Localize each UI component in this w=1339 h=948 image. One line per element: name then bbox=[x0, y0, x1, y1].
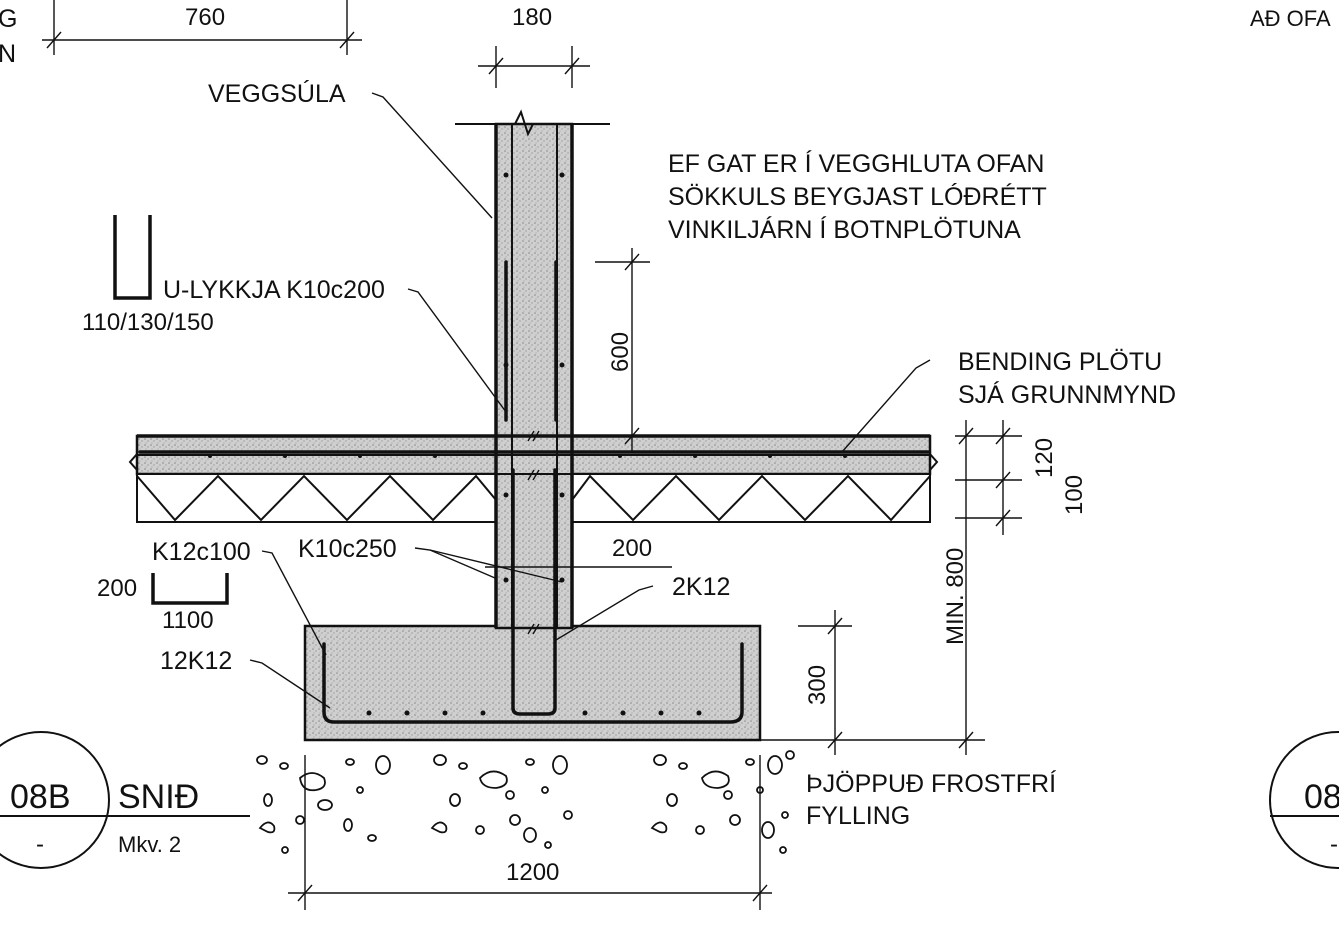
dim-100: 100 bbox=[1061, 475, 1088, 515]
dim-760: 760 bbox=[185, 4, 225, 31]
title-number-partial: 08 bbox=[1304, 778, 1339, 816]
dim-1200-line bbox=[288, 755, 772, 910]
u-loop-icon bbox=[113, 215, 152, 300]
footing-bottom-bar bbox=[322, 642, 744, 724]
right-cut-text: AÐ OFA bbox=[1250, 6, 1331, 31]
title-symbol-partial-right bbox=[1269, 731, 1339, 869]
title-sub-partial: - bbox=[1330, 831, 1338, 858]
title-sub: - bbox=[36, 831, 44, 858]
label-u-lykkja: U-LYKKJA K10c200 bbox=[163, 276, 385, 304]
dim-600: 600 bbox=[607, 332, 634, 372]
label-k12c100-len: 1100 bbox=[162, 607, 214, 634]
left-cut-text-1: G bbox=[0, 5, 17, 33]
gap-hatch-marks bbox=[527, 430, 540, 635]
label-12k12: 12K12 bbox=[160, 647, 232, 675]
dim-760-line bbox=[42, 0, 362, 55]
dim-180-line bbox=[478, 46, 590, 88]
title-scale: Mkv. 2 bbox=[118, 832, 181, 857]
dim-slab-lines bbox=[760, 420, 1022, 755]
dim-600-line bbox=[595, 248, 650, 452]
title-symbol bbox=[0, 731, 250, 869]
label-k12c100: K12c100 bbox=[152, 538, 251, 566]
k12c100-shape-icon bbox=[151, 573, 229, 605]
dim-1200: 1200 bbox=[506, 859, 559, 886]
insulation-zigzag-right bbox=[571, 474, 931, 522]
title-name: SNIÐ bbox=[118, 778, 199, 816]
dim-300-line bbox=[798, 610, 852, 755]
note-line-3: VINKILJÁRN Í BOTNPLÖTUNA bbox=[668, 215, 1021, 244]
label-bending-1: BENDING PLÖTU bbox=[958, 348, 1162, 376]
label-veggsula: VEGGSÚLA bbox=[208, 79, 346, 108]
left-cut-text-2: N bbox=[0, 40, 16, 68]
label-k10c250: K10c250 bbox=[298, 535, 397, 563]
label-fill-2: FYLLING bbox=[806, 802, 910, 830]
label-fill-1: ÞJÖPPUÐ FROSTFRÍ bbox=[806, 769, 1056, 798]
label-u-lykkja-dims: 110/130/150 bbox=[82, 309, 214, 336]
dim-300: 300 bbox=[804, 665, 831, 705]
label-k12c100-leg: 200 bbox=[97, 575, 137, 602]
break-mark-top bbox=[455, 109, 610, 137]
label-2k12: 2K12 bbox=[672, 573, 730, 601]
footing-u-bar bbox=[511, 468, 557, 716]
insulation-zigzag-left bbox=[136, 474, 497, 522]
title-number: 08B bbox=[10, 778, 71, 816]
slab-break-right bbox=[929, 453, 939, 471]
gravel-fill bbox=[256, 750, 795, 854]
dim-180: 180 bbox=[512, 4, 552, 31]
note-line-1: EF GAT ER Í VEGGHLUTA OFAN bbox=[668, 149, 1044, 178]
slab-break-left bbox=[128, 453, 138, 471]
dim-120: 120 bbox=[1031, 438, 1058, 478]
dim-200: 200 bbox=[612, 535, 652, 562]
rebar-dots bbox=[208, 172, 847, 716]
dim-min-800: MIN. 800 bbox=[942, 548, 969, 645]
label-bending-2: SJÁ GRUNNMYND bbox=[958, 380, 1176, 409]
leader-lines bbox=[249, 92, 931, 709]
note-line-2: SÖKKULS BEYGJAST LÓÐRÉTT bbox=[668, 182, 1047, 211]
